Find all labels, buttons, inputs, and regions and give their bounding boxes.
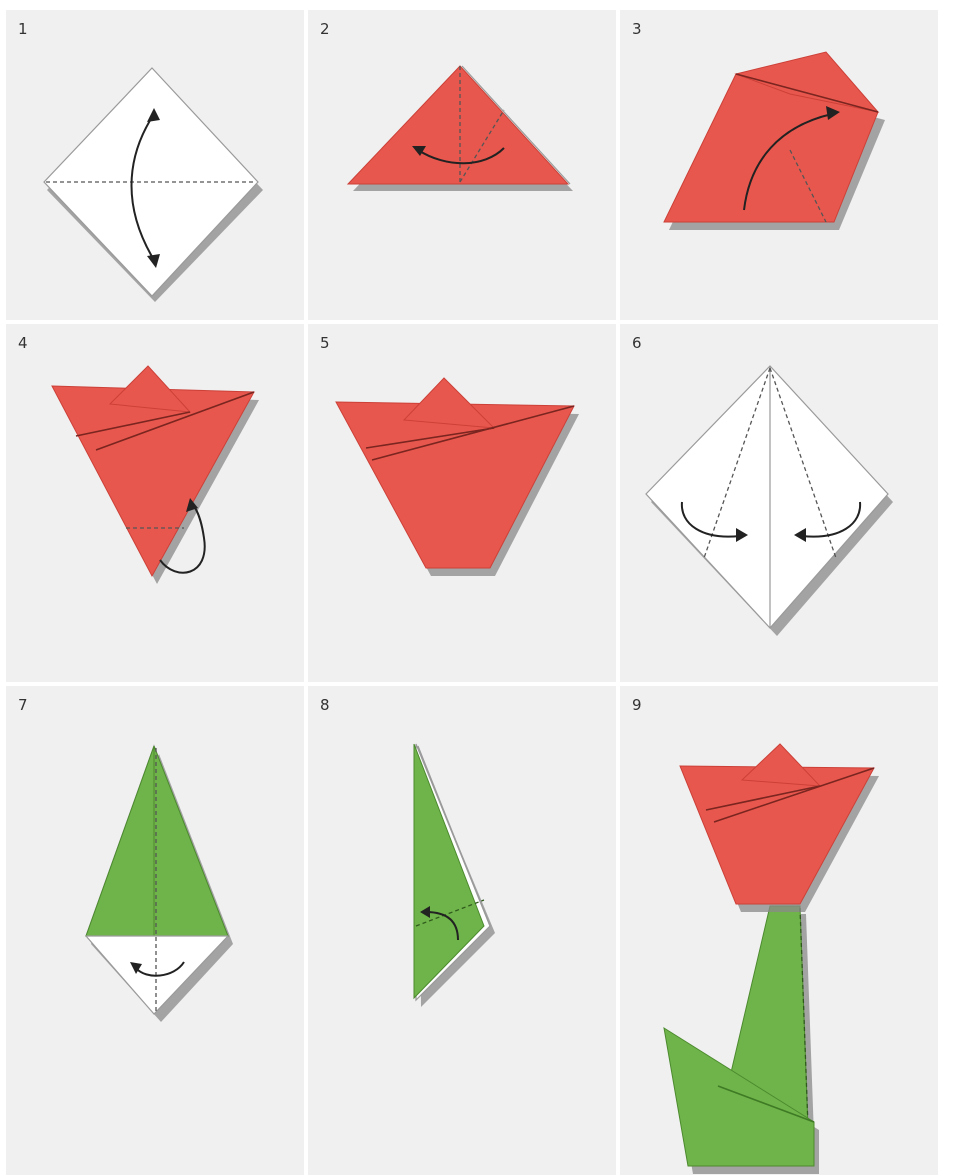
kite-fold-icon: [620, 324, 938, 682]
red-tulip-fold-back-icon: [6, 324, 304, 682]
folded-square-diagonal-arrow-icon: [6, 10, 304, 320]
finished-tulip-icon: [620, 686, 938, 1175]
red-tulip-head-icon: [308, 324, 616, 682]
green-stem-fold-icon: [308, 686, 616, 1175]
step-panel-5: 5: [308, 324, 616, 682]
step-panel-6: 6: [620, 324, 938, 682]
step-panel-8: 8: [308, 686, 616, 1175]
step-panel-2: 2: [308, 10, 616, 320]
red-flap-fold-up-icon: [620, 10, 938, 320]
step-panel-7: 7: [6, 686, 304, 1175]
red-triangle-fold-icon: [308, 10, 616, 320]
step-panel-4: 4: [6, 324, 304, 682]
step-panel-9: 9: [620, 686, 938, 1175]
step-panel-3: 3: [620, 10, 938, 320]
green-kite-fold-icon: [6, 686, 304, 1175]
step-panel-1: 1: [6, 10, 304, 320]
